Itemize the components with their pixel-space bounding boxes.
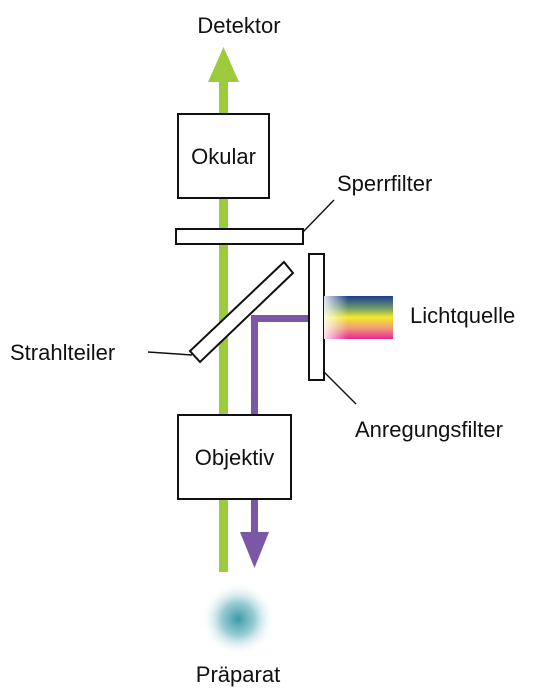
eyepiece-box — [177, 113, 270, 199]
beam-splitter-label: Strahlteiler — [10, 340, 115, 365]
beam-splitter — [188, 260, 295, 364]
objective-box — [177, 414, 292, 500]
light-source-fade — [324, 296, 393, 339]
excitation-filter-label: Anregungsfilter — [355, 417, 503, 442]
objective-label: Objektiv — [195, 445, 274, 470]
barrier-filter — [175, 228, 304, 245]
excitation-arrowhead — [240, 532, 269, 568]
excitation-filter — [308, 253, 325, 381]
emission-arrowhead — [208, 47, 239, 82]
barrier-filter-label: Sperrfilter — [337, 171, 432, 196]
light-source-label: Lichtquelle — [410, 303, 515, 328]
specimen-label: Präparat — [196, 662, 280, 687]
detector-label: Detektor — [197, 13, 280, 38]
specimen — [201, 582, 275, 656]
excitation-beam-horizontal — [251, 315, 310, 322]
eyepiece-label: Okular — [191, 144, 256, 169]
barrier-filter-leader — [302, 199, 335, 233]
excitation-filter-leader — [323, 371, 357, 405]
beam-splitter-leader — [147, 351, 193, 356]
